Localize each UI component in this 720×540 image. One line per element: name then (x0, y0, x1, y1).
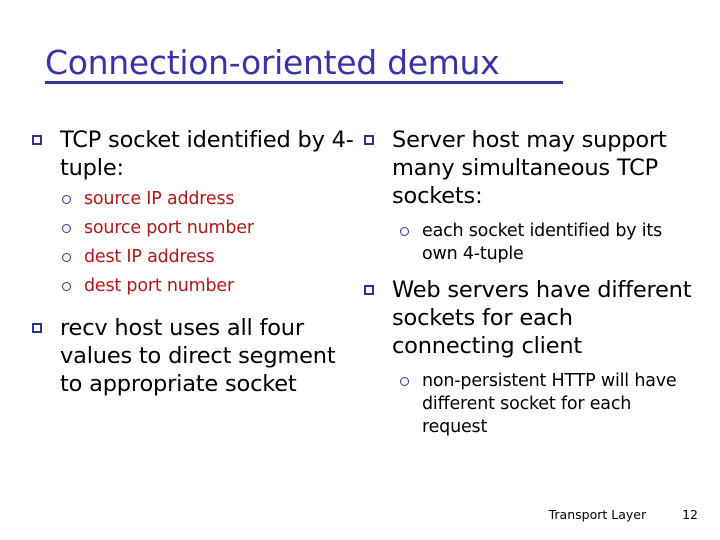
subbullet-text: dest IP address (84, 247, 215, 267)
title-underline (45, 81, 563, 84)
circle-bullet-icon (32, 188, 84, 204)
circle-bullet-icon (32, 275, 84, 291)
subbullet-text: dest port number (84, 276, 234, 296)
slide-footer: Transport Layer 12 (549, 507, 698, 522)
bullet-text: Web servers have different sockets for e… (392, 277, 692, 359)
bullet-web-servers-different-sockets: Web servers have different sockets for e… (364, 276, 694, 360)
bullet-text: recv host uses all four values to direct… (60, 315, 336, 397)
circle-bullet-icon (32, 246, 84, 262)
subbullet-each-socket-own-4-tuple: each socket identified by its own 4-tupl… (364, 220, 694, 266)
square-bullet-icon (364, 276, 392, 295)
spacer (32, 298, 362, 314)
page-number: 12 (682, 507, 698, 522)
subbullet-source-ip-address: source IP address (32, 188, 362, 211)
footer-label: Transport Layer (548, 507, 647, 522)
subbullet-text: source port number (84, 218, 254, 238)
right-content-column: Server host may support many simultaneou… (364, 126, 694, 439)
subbullet-text: non-persistent HTTP will have different … (422, 371, 677, 437)
spacer (364, 360, 694, 370)
bullet-text: Server host may support many simultaneou… (392, 127, 667, 209)
circle-bullet-icon (364, 370, 422, 386)
circle-bullet-icon (364, 220, 422, 236)
bullet-text: TCP socket identified by 4-tuple: (60, 127, 354, 181)
subbullet-text: each socket identified by its own 4-tupl… (422, 221, 662, 264)
spacer (364, 210, 694, 220)
circle-bullet-icon (32, 217, 84, 233)
page-title: Connection-oriented demux (45, 43, 500, 82)
subbullet-dest-ip-address: dest IP address (32, 246, 362, 269)
spacer (364, 266, 694, 276)
square-bullet-icon (364, 126, 392, 145)
bullet-recv-host-uses-four-values: recv host uses all four values to direct… (32, 314, 362, 398)
subbullet-text: source IP address (84, 189, 235, 209)
subbullet-non-persistent-http: non-persistent HTTP will have different … (364, 370, 694, 439)
bullet-server-host-many-sockets: Server host may support many simultaneou… (364, 126, 694, 210)
square-bullet-icon (32, 314, 60, 333)
subbullet-source-port-number: source port number (32, 217, 362, 240)
square-bullet-icon (32, 126, 60, 145)
bullet-tcp-socket-identified: TCP socket identified by 4-tuple: (32, 126, 362, 182)
left-content-column: TCP socket identified by 4-tuple: source… (32, 126, 362, 398)
subbullet-dest-port-number: dest port number (32, 275, 362, 298)
